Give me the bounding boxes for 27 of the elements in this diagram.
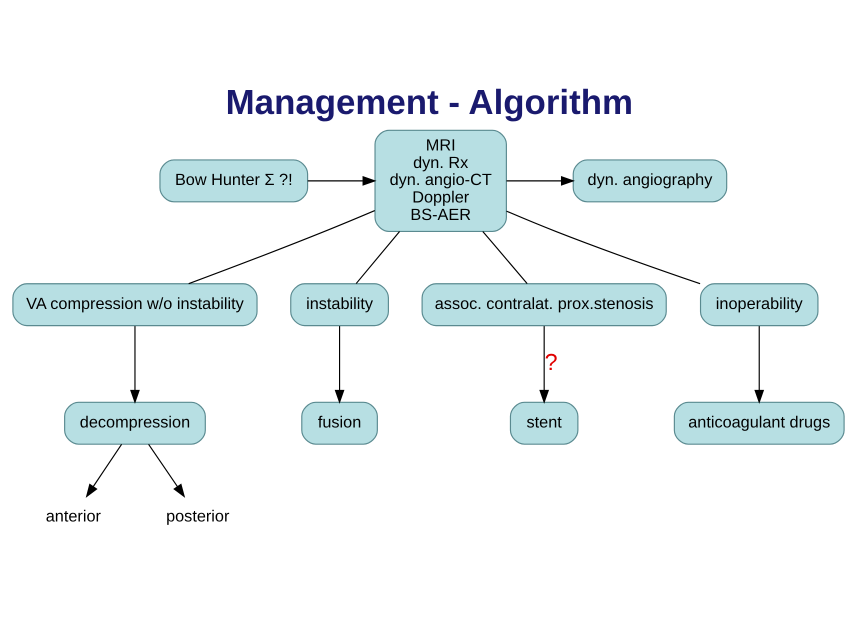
node-text: anterior: [46, 508, 101, 526]
node-box: Bow Hunter Σ ?!: [159, 159, 308, 202]
arrow: [506, 176, 575, 186]
node-box: decompression: [64, 402, 206, 445]
arrow: [86, 444, 122, 498]
node-text: posterior: [166, 508, 230, 526]
edge-label: ?: [544, 348, 558, 375]
arrow: [334, 326, 344, 404]
node-box: inoperability: [700, 283, 819, 326]
diagram-title: Management - Algorithm: [226, 83, 634, 122]
node-box: fusion: [301, 402, 378, 445]
node-box: anticoagulant drugs: [674, 402, 845, 445]
arrow: [308, 176, 376, 186]
arrow: [148, 444, 186, 498]
connector: [506, 210, 700, 284]
arrow: [754, 326, 764, 404]
node-box: assoc. contralat. prox.stenosis: [422, 283, 667, 326]
node-box: instability: [290, 283, 389, 326]
connector: [188, 210, 376, 284]
node-box: stent: [510, 402, 578, 445]
arrow: [130, 326, 140, 404]
node-box: VA compression w/o instability: [12, 283, 258, 326]
arrow: [539, 326, 550, 404]
node-box: dyn. angiography: [572, 159, 728, 202]
connector: [482, 231, 528, 284]
node-box: MRI dyn. Rx dyn. angio-CT Doppler BS-AER: [374, 130, 507, 232]
connector: [356, 231, 400, 284]
